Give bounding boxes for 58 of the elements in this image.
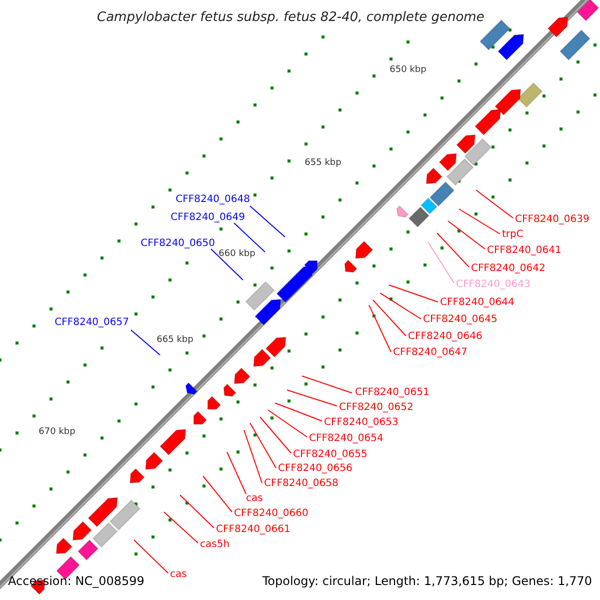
leader-line xyxy=(164,512,198,544)
leader-line xyxy=(458,208,500,234)
footer-text: Accession: NC_008599 xyxy=(8,575,144,587)
gene-label: CFF8240_0643 xyxy=(456,279,530,291)
gene-label: cas5h xyxy=(200,539,230,551)
leader-line xyxy=(130,330,160,356)
scale-label: 650 kbp xyxy=(390,64,426,76)
leader-line xyxy=(436,232,470,268)
gene-label: CFF8240_0657 xyxy=(54,317,129,329)
gene-label: CFF8240_0655 xyxy=(293,449,368,461)
gene-label: CFF8240_0648 xyxy=(176,194,250,206)
leader-line xyxy=(476,190,514,218)
gene-label: CFF8240_0646 xyxy=(408,331,482,343)
leader-line xyxy=(448,220,486,250)
leader-line xyxy=(180,494,214,528)
gene-label: trpC xyxy=(502,229,524,241)
gene-label: CFF8240_0652 xyxy=(339,402,414,414)
leader-line xyxy=(388,284,438,302)
scale-label: 655 kbp xyxy=(304,157,342,169)
gene-label: CFF8240_0654 xyxy=(309,433,384,445)
scale-label: 670 kbp xyxy=(38,426,76,438)
leader-line xyxy=(380,292,422,320)
leader-line xyxy=(372,300,406,336)
gene-label: CFF8240_0653 xyxy=(324,417,398,429)
gene-label: cas xyxy=(246,493,263,505)
gene-label: CFF8240_0642 xyxy=(471,263,546,275)
leader-line xyxy=(210,248,244,280)
leader-line xyxy=(134,540,168,574)
leader-line xyxy=(260,416,292,454)
leader-line xyxy=(286,390,338,406)
gene-label: CFF8240_0658 xyxy=(264,478,338,490)
gene-label: CFF8240_0647 xyxy=(393,347,468,359)
gene-label: CFF8240_0649 xyxy=(170,212,245,224)
gene-label: CFF8240_0639 xyxy=(515,214,590,226)
footer-text: Topology: circular; Length: 1,773,615 bp; Genes: 1,770 xyxy=(262,575,592,587)
leader-line xyxy=(428,242,454,284)
gene-label: CFF8240_0656 xyxy=(278,463,352,475)
gene-label: CFF8240_0641 xyxy=(487,245,562,257)
gene-label: cas xyxy=(170,569,187,581)
gene-label: CFF8240_0660 xyxy=(234,508,308,520)
leader-line xyxy=(368,304,392,352)
leader-line xyxy=(268,410,308,438)
leader-line xyxy=(202,476,232,512)
leader-line xyxy=(250,422,276,468)
gene-label: CFF8240_0651 xyxy=(355,387,430,399)
gene-label: CFF8240_0645 xyxy=(423,314,498,326)
leader-line xyxy=(250,206,286,238)
scale-label: 660 kbp xyxy=(218,248,256,260)
scale-label: 665 kbp xyxy=(156,334,194,346)
gene-label: CFF8240_0650 xyxy=(140,238,215,250)
gene-label: CFF8240_0661 xyxy=(216,524,290,536)
gene-label: CFF8240_0644 xyxy=(440,297,514,309)
leader-line xyxy=(244,430,262,484)
leader-line xyxy=(234,222,266,252)
leader-line xyxy=(302,376,352,394)
leader-line xyxy=(226,452,246,494)
title: Campylobacter fetus subsp. fetus 82-40, complete genome xyxy=(97,10,484,26)
leader-line xyxy=(274,402,322,422)
